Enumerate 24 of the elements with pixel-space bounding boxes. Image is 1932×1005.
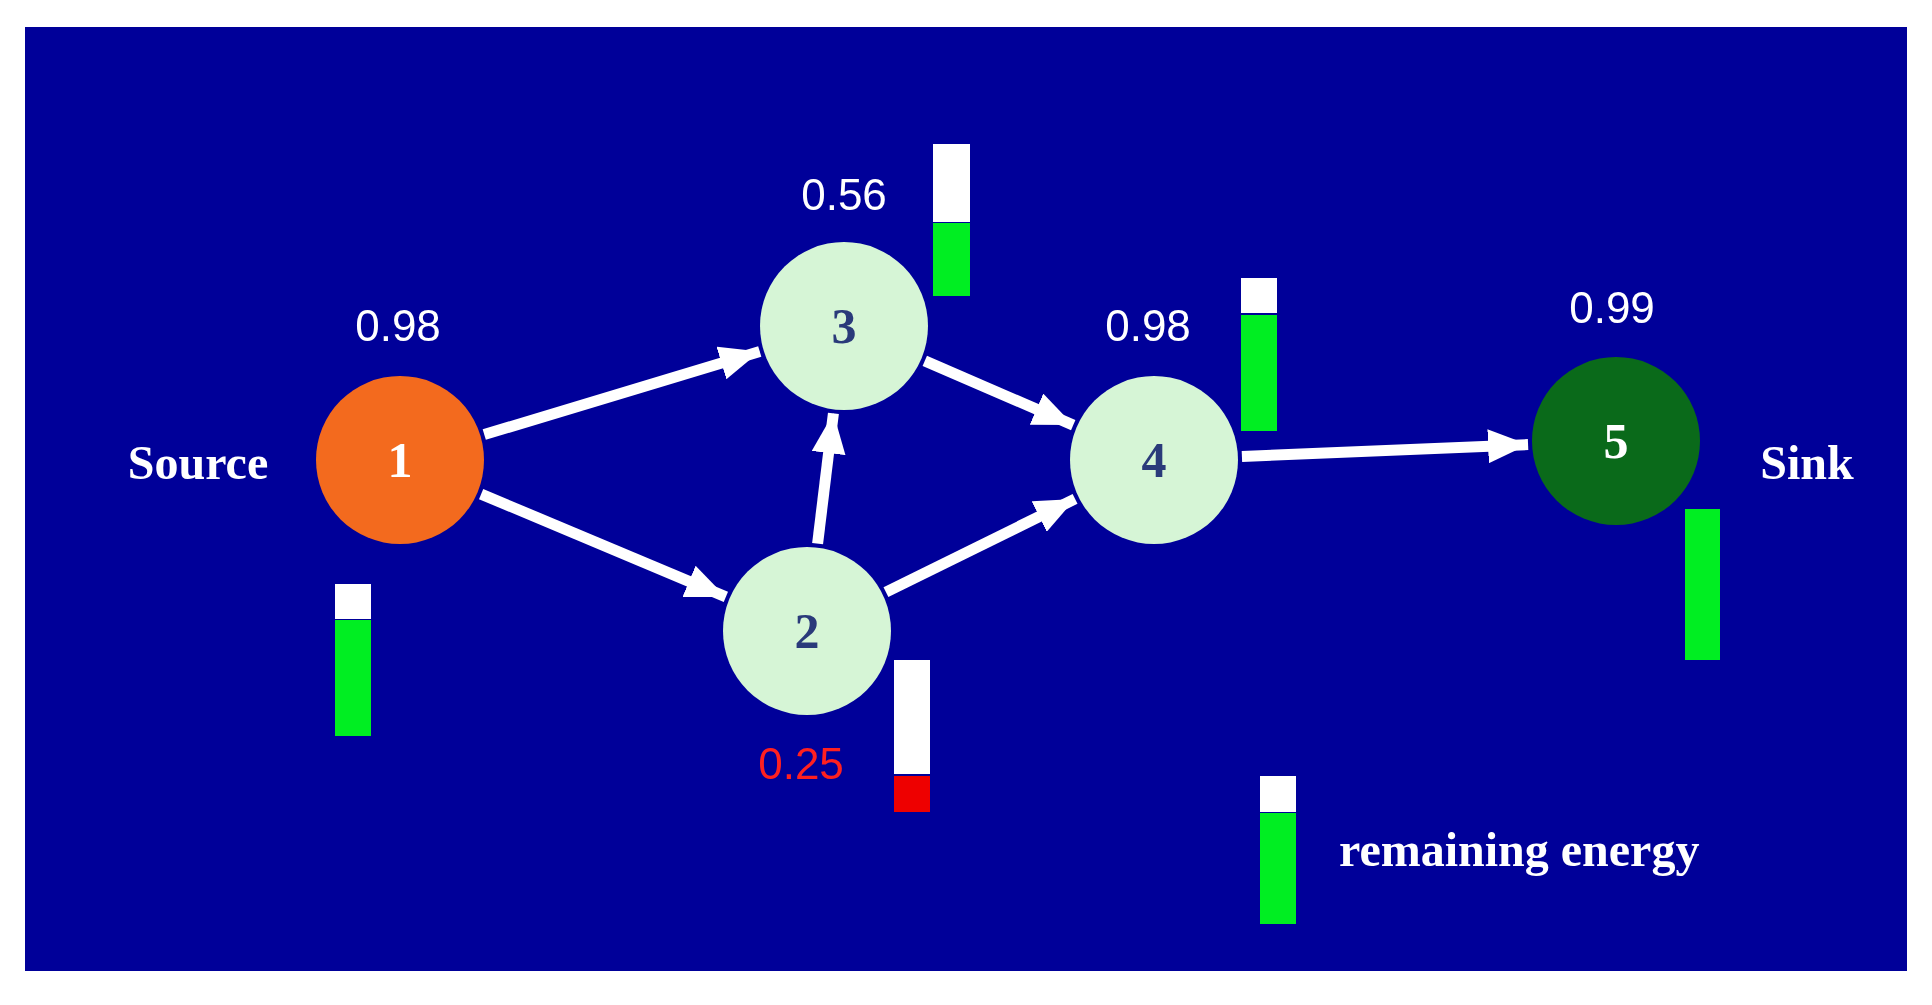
energy-bar (894, 660, 930, 812)
node-number: 2 (794, 602, 820, 660)
energy-value: 0.25 (758, 739, 844, 789)
energy-value: 0.56 (801, 170, 887, 220)
arrow (922, 355, 1076, 431)
node-number: 1 (387, 431, 413, 489)
arrow (811, 412, 846, 545)
energy-bar (1241, 278, 1277, 431)
node-number: 4 (1141, 431, 1167, 489)
energy-value: 0.98 (355, 301, 441, 351)
arrow (479, 489, 728, 602)
arrow (482, 346, 762, 440)
node-number: 5 (1603, 412, 1629, 470)
energy-bar (1685, 509, 1720, 660)
node-role-label: Sink (1760, 434, 1854, 490)
node-role-label: Source (127, 434, 269, 490)
energy-bar (933, 144, 970, 296)
legend-label: remaining energy (1339, 822, 1700, 877)
node-number: 3 (831, 297, 857, 355)
energy-bar (335, 584, 371, 736)
arrow (883, 493, 1078, 598)
energy-value: 0.98 (1105, 301, 1191, 351)
energy-value: 0.99 (1569, 283, 1655, 333)
arrow (1241, 429, 1529, 464)
